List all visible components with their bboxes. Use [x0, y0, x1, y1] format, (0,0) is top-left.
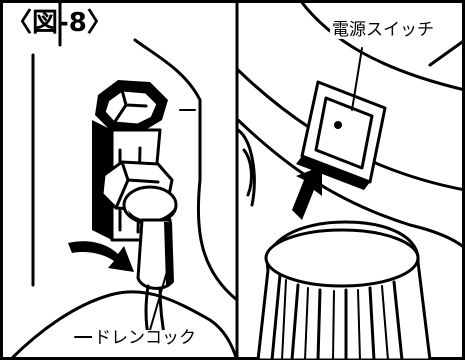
rotate-arrow-icon [68, 241, 134, 272]
side-fitting [236, 128, 256, 207]
power-switch-label: 電源スイッチ [330, 20, 436, 40]
drain-cock-pointer [149, 267, 169, 331]
tank-bottom [8, 290, 239, 360]
housing-lower-curve [236, 118, 465, 250]
knob-grip-ridges-inner [281, 279, 389, 360]
push-arrow-icon [292, 166, 322, 220]
housing-corner [428, 38, 465, 67]
switch-indicator-dot [334, 121, 342, 129]
tank-side [133, 38, 239, 302]
power-switch-rocker [314, 96, 374, 170]
left-panel-drain-cock [8, 0, 239, 360]
hex-nut-facets [114, 160, 160, 210]
switch-bezel-shadow [296, 156, 370, 190]
side-fitting-inner [242, 148, 253, 197]
drain-cock-label: ドレンコック [92, 328, 198, 348]
knob-grip-ridges [270, 273, 404, 360]
control-knob-top [264, 228, 420, 288]
right-panel-power-switch [236, 0, 465, 360]
power-switch-leader [351, 47, 363, 111]
housing-top-curve [298, 0, 465, 92]
valve-boss-facets [112, 88, 148, 125]
valve-boss [102, 88, 160, 127]
figure-label: 〈図-8〉 [6, 8, 113, 38]
